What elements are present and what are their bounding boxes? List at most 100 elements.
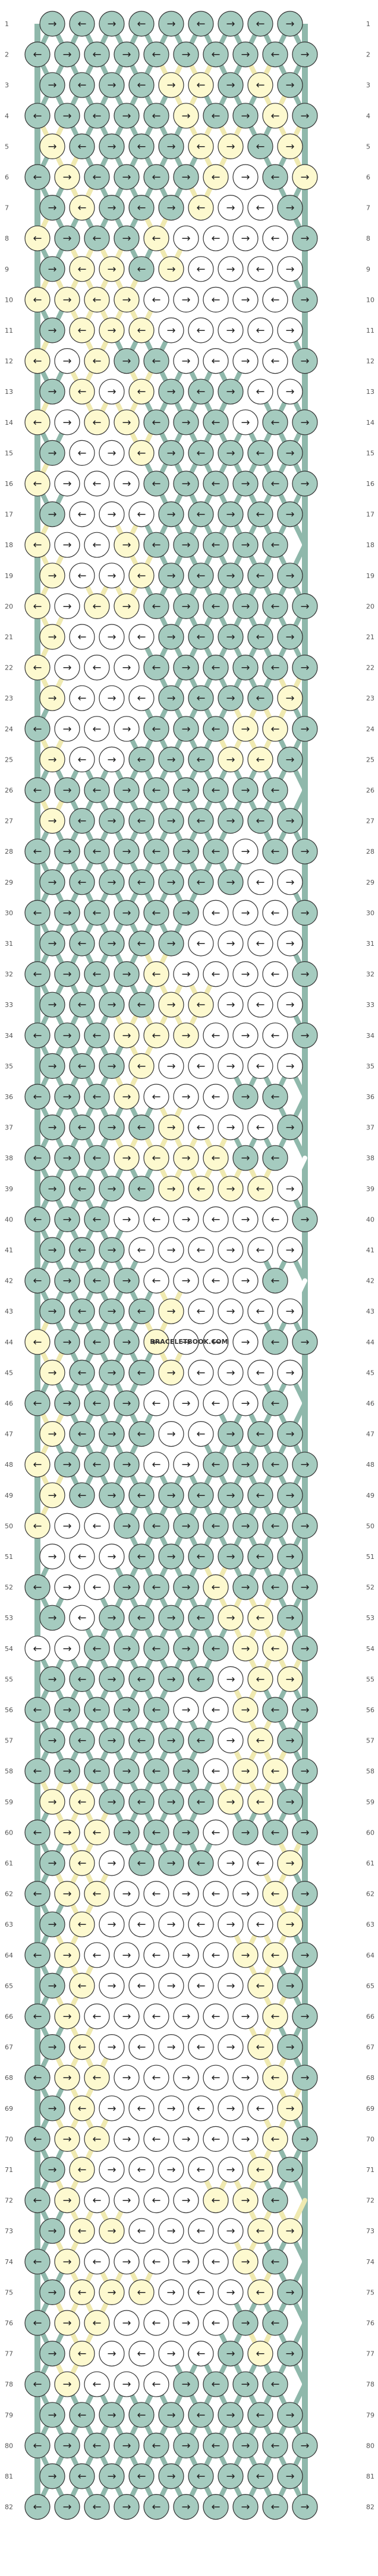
knot: → bbox=[39, 1728, 65, 1754]
forward-icon: → bbox=[181, 355, 190, 368]
knot: ← bbox=[24, 1206, 51, 1232]
backward-icon: ← bbox=[256, 692, 264, 705]
knot: ← bbox=[188, 807, 214, 834]
forward-icon: → bbox=[300, 968, 309, 981]
forward-icon: → bbox=[48, 753, 56, 766]
backward-icon: ← bbox=[92, 723, 101, 735]
backward-icon: ← bbox=[196, 1183, 205, 1195]
backward-icon: ← bbox=[196, 1366, 205, 1379]
knot: → bbox=[292, 2432, 318, 2458]
knot: → bbox=[173, 532, 199, 558]
knot: ← bbox=[24, 1758, 51, 1784]
knot: → bbox=[173, 103, 199, 129]
backward-icon: ← bbox=[211, 2195, 220, 2207]
backward-icon: ← bbox=[270, 1336, 279, 1349]
row-number-right: 67 bbox=[366, 2044, 374, 2051]
forward-icon: → bbox=[241, 968, 250, 981]
knot: → bbox=[99, 685, 125, 711]
row-number-left: 28 bbox=[5, 848, 13, 855]
forward-icon: → bbox=[226, 509, 235, 521]
forward-icon: → bbox=[166, 937, 175, 950]
knot: → bbox=[99, 317, 125, 343]
knot: → bbox=[158, 1114, 184, 1141]
backward-icon: ← bbox=[137, 1489, 146, 1502]
forward-icon: → bbox=[107, 79, 116, 91]
forward-icon: → bbox=[241, 171, 250, 184]
forward-icon: → bbox=[122, 1275, 131, 1287]
knot: → bbox=[218, 1359, 244, 1385]
row-number-right: 66 bbox=[366, 2013, 374, 2021]
row-number-right: 5 bbox=[366, 143, 370, 150]
backward-icon: ← bbox=[211, 2439, 220, 2452]
row-number-right: 64 bbox=[366, 1952, 374, 1959]
backward-icon: ← bbox=[92, 1826, 101, 1839]
knot: → bbox=[54, 532, 80, 558]
knot: → bbox=[114, 899, 140, 926]
backward-icon: ← bbox=[211, 2256, 220, 2268]
forward-icon: → bbox=[122, 845, 131, 858]
backward-icon: ← bbox=[137, 1428, 146, 1441]
forward-icon: → bbox=[166, 2470, 175, 2483]
knot: ← bbox=[188, 11, 214, 37]
forward-icon: → bbox=[122, 1336, 131, 1349]
backward-icon: ← bbox=[92, 1336, 101, 1349]
row-number-left: 80 bbox=[5, 2442, 13, 2449]
knot: → bbox=[99, 1911, 125, 1937]
forward-icon: → bbox=[166, 2103, 175, 2115]
backward-icon: ← bbox=[33, 1888, 42, 1901]
knot: ← bbox=[188, 624, 214, 650]
knot: → bbox=[232, 593, 259, 620]
knot: → bbox=[292, 1513, 318, 1539]
row-number-left: 39 bbox=[5, 1185, 13, 1193]
backward-icon: ← bbox=[92, 416, 101, 429]
knot: → bbox=[158, 317, 184, 343]
knot: ← bbox=[203, 41, 229, 68]
knot: → bbox=[218, 2279, 244, 2305]
row-number-left: 51 bbox=[5, 1553, 13, 1561]
knot: → bbox=[99, 2463, 125, 2489]
knot: → bbox=[39, 685, 65, 711]
knot: → bbox=[114, 348, 140, 374]
row-number-right: 68 bbox=[366, 2074, 374, 2082]
knot: → bbox=[99, 2034, 125, 2060]
backward-icon: ← bbox=[270, 171, 279, 184]
knot: → bbox=[232, 961, 259, 987]
backward-icon: ← bbox=[33, 2195, 42, 2207]
forward-icon: → bbox=[166, 2225, 175, 2237]
knot: ← bbox=[247, 930, 273, 956]
knot: ← bbox=[143, 103, 169, 129]
knot: → bbox=[292, 1451, 318, 1478]
backward-icon: ← bbox=[77, 692, 86, 705]
knot: ← bbox=[262, 1329, 288, 1355]
row-number-left: 8 bbox=[5, 235, 9, 242]
forward-icon: → bbox=[166, 1673, 175, 1685]
backward-icon: ← bbox=[92, 1765, 101, 1778]
knot: → bbox=[277, 1176, 303, 1202]
knot: ← bbox=[84, 716, 110, 742]
forward-icon: → bbox=[300, 293, 309, 306]
knot: ← bbox=[24, 1942, 51, 1968]
knot: ← bbox=[203, 225, 229, 251]
forward-icon: → bbox=[107, 1305, 116, 1318]
backward-icon: ← bbox=[33, 723, 42, 735]
knot: → bbox=[99, 1053, 125, 1079]
knot: ← bbox=[143, 1881, 169, 1907]
backward-icon: ← bbox=[92, 1581, 101, 1594]
row-number-left: 11 bbox=[5, 327, 13, 334]
knot: → bbox=[232, 1390, 259, 1416]
backward-icon: ← bbox=[152, 1152, 160, 1164]
forward-icon: → bbox=[166, 1980, 175, 1992]
knot: ← bbox=[84, 225, 110, 251]
knot: → bbox=[39, 256, 65, 282]
row-number-left: 24 bbox=[5, 725, 13, 733]
backward-icon: ← bbox=[196, 2348, 205, 2360]
knot: → bbox=[173, 1574, 199, 1600]
backward-icon: ← bbox=[77, 937, 86, 950]
row-number-left: 21 bbox=[5, 633, 13, 641]
knot: ← bbox=[128, 133, 155, 159]
row-number-right: 23 bbox=[366, 694, 374, 702]
row-number-left: 1 bbox=[5, 20, 9, 28]
backward-icon: ← bbox=[211, 1397, 220, 1410]
knot: ← bbox=[203, 716, 229, 742]
forward-icon: → bbox=[226, 2225, 235, 2237]
